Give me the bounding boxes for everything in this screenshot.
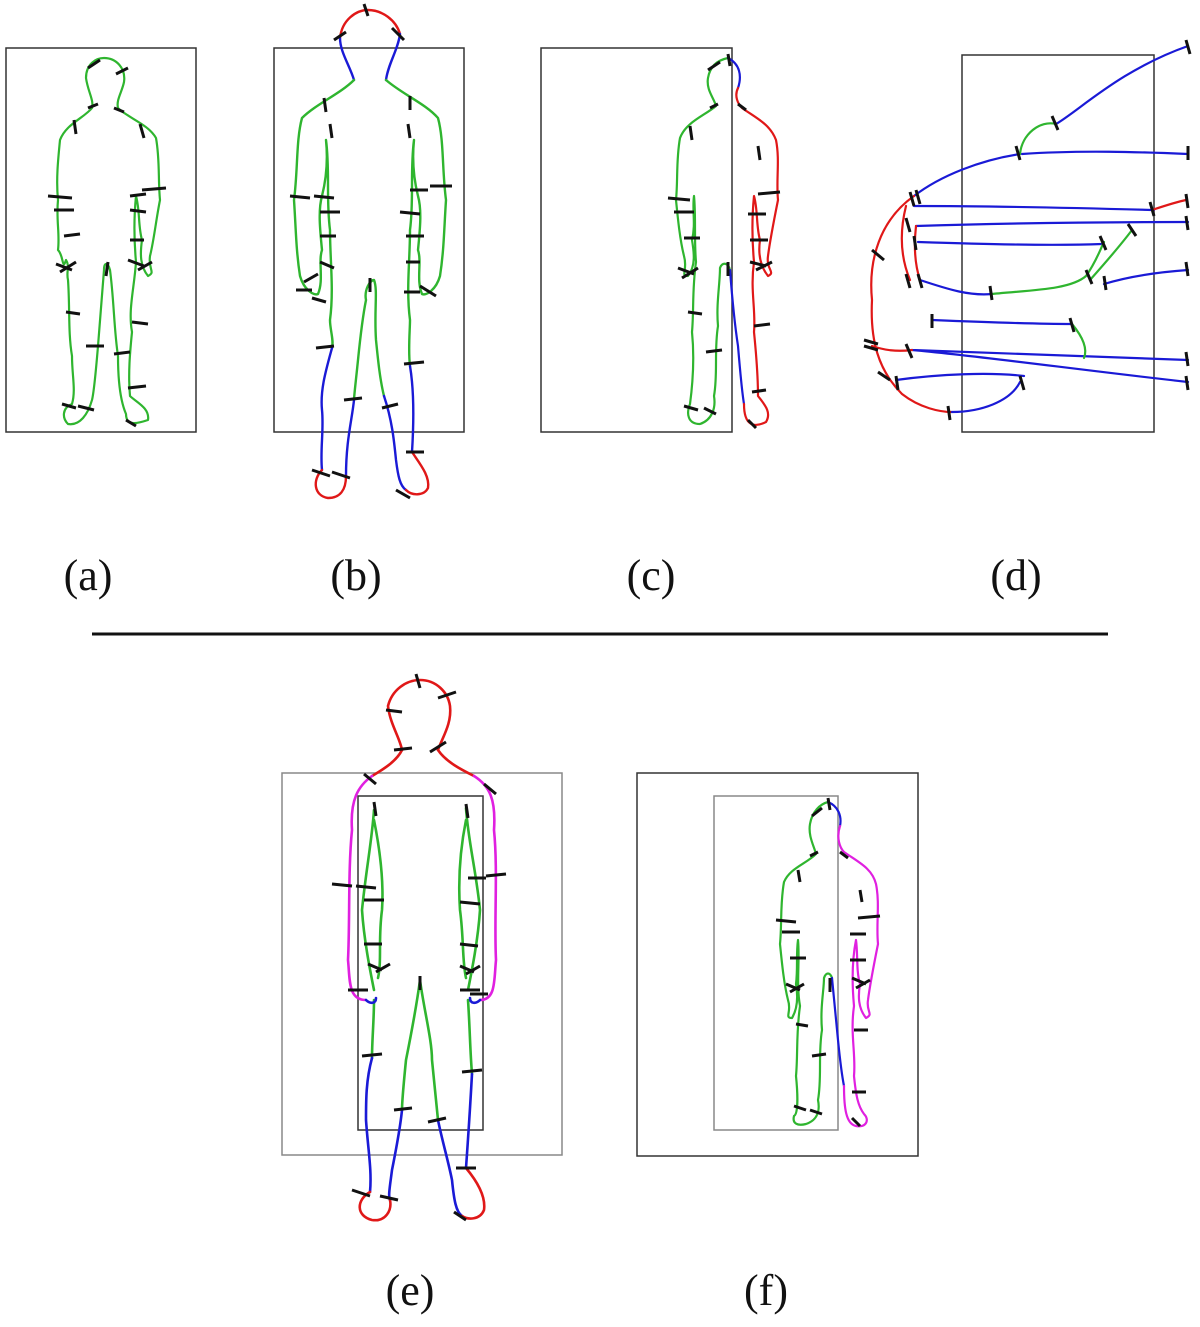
panel-f bbox=[636, 772, 919, 1157]
panel-d-ticks bbox=[863, 39, 1192, 421]
panel-e-inner-frame bbox=[357, 795, 484, 1131]
panel-a bbox=[5, 47, 197, 433]
panel-a-label: (a) bbox=[64, 551, 113, 600]
panel-c bbox=[540, 47, 781, 433]
panel-f-contour bbox=[778, 800, 880, 1128]
panel-d-label: (d) bbox=[990, 551, 1041, 600]
panel-f-ticks bbox=[775, 797, 881, 1128]
panel-b-ticks bbox=[289, 3, 452, 500]
panel-a-contour bbox=[56, 56, 162, 426]
panel-d-contour bbox=[870, 44, 1190, 414]
panel-e-ticks bbox=[331, 673, 507, 1222]
panel-e-contour bbox=[346, 678, 498, 1222]
panel-a-frame bbox=[5, 47, 197, 433]
panel-d bbox=[863, 39, 1192, 433]
panel-b-contour bbox=[292, 8, 448, 500]
panel-c-frame bbox=[540, 47, 733, 433]
panel-e-outer-frame bbox=[281, 772, 563, 1156]
panel-b bbox=[273, 3, 465, 500]
panel-c-label: (c) bbox=[627, 551, 676, 600]
panel-f-outer-frame bbox=[636, 772, 919, 1157]
panel-f-inner-frame bbox=[713, 795, 839, 1131]
panel-b-frame bbox=[273, 47, 465, 433]
panel-b-label: (b) bbox=[330, 551, 381, 600]
panel-c-ticks bbox=[667, 53, 781, 430]
panel-e bbox=[281, 673, 563, 1222]
panel-e-label: (e) bbox=[386, 1266, 435, 1315]
panel-a-ticks bbox=[47, 58, 167, 428]
panel-f-label: (f) bbox=[744, 1266, 788, 1315]
